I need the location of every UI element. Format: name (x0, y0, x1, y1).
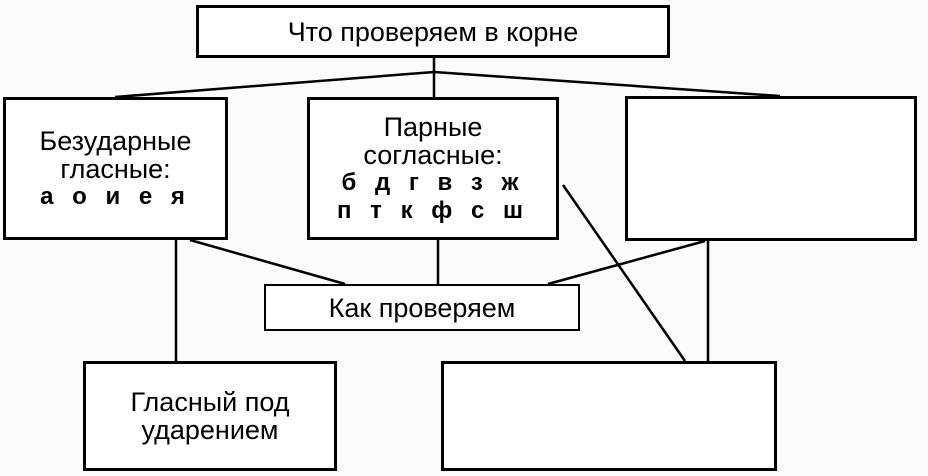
unstressed-vowels-line2: гласные: (60, 153, 171, 184)
unstressed-vowels-box: Безударные гласные: а о и е я (3, 97, 228, 240)
how-to-check-title: Как проверяем (328, 292, 516, 323)
root-check-box: Что проверяем в корне (196, 5, 670, 58)
unstressed-vowels-line1: Безударные (39, 125, 192, 156)
paired-consonants-line2: согласные: (363, 139, 503, 170)
connector-top-to-vowels (114, 70, 435, 99)
stressed-vowel-line2: ударением (141, 415, 279, 445)
paired-consonants-line1: Парные (383, 111, 483, 142)
empty-bottom-box (441, 361, 777, 471)
stressed-vowel-box: Гласный под ударением (83, 361, 337, 471)
empty-right-box (625, 96, 917, 241)
connector-vowels-to-how (189, 238, 346, 286)
paired-consonants-box: Парные согласные: б д г в з ж п т к ф с … (307, 97, 559, 240)
stressed-vowel-line1: Гласный под (130, 387, 290, 417)
how-to-check-box: Как проверяем (264, 284, 580, 331)
voiced-consonants-letters: б д г в з ж (341, 168, 525, 196)
connector-right-to-how (547, 239, 706, 286)
root-check-title: Что проверяем в корне (287, 16, 579, 47)
connector-consonants-to-bottom-right (561, 184, 687, 362)
unstressed-vowels-letters: а о и е я (40, 182, 191, 210)
connector-top-to-right (433, 70, 781, 98)
voiceless-consonants-letters: п т к ф с ш (337, 196, 529, 224)
